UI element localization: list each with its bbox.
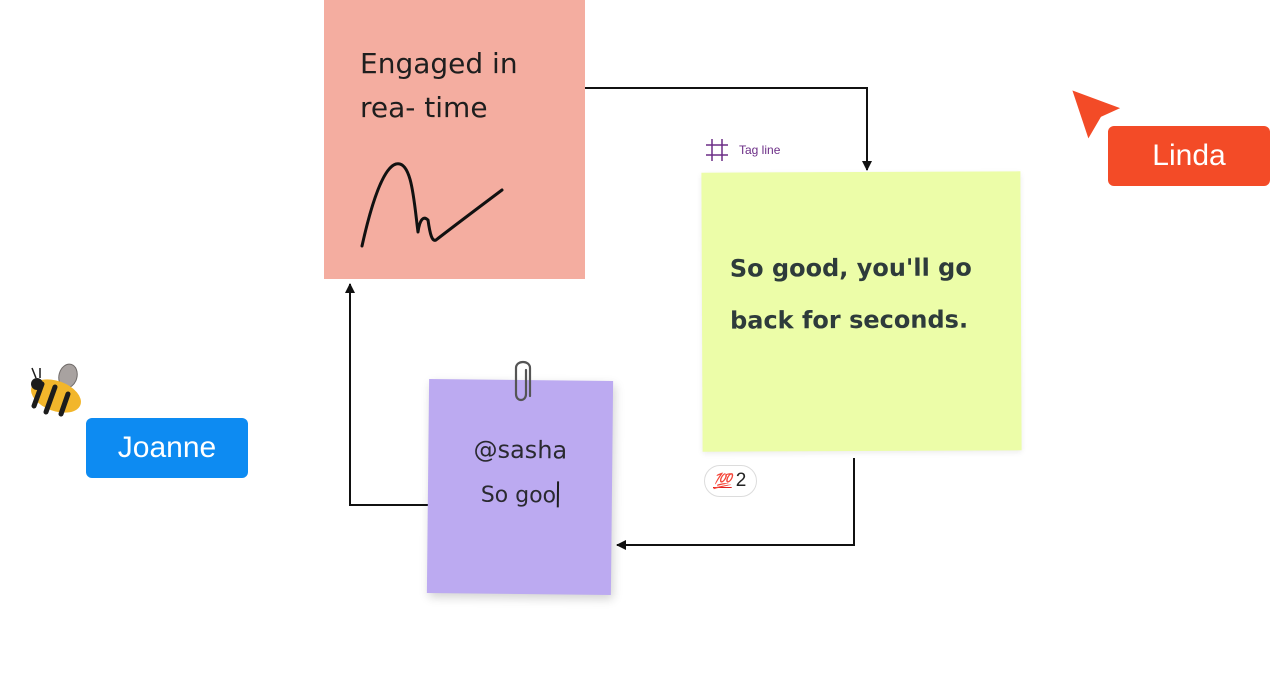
frame-grid-icon <box>706 139 728 161</box>
note-text-line: So good, you'll go <box>729 253 972 283</box>
sticky-note-purple[interactable]: @sasha So goo <box>426 379 614 595</box>
pointer-cursor-icon <box>1068 86 1126 144</box>
reaction-count: 2 <box>735 470 747 491</box>
hundred-points-icon: 💯 <box>713 473 732 490</box>
note-text-input[interactable]: So goo <box>428 475 612 517</box>
tag-line[interactable]: Tag line <box>705 138 780 162</box>
reaction-badge[interactable]: 💯 2 <box>704 465 758 497</box>
note-text-line: Engaged in <box>360 47 518 80</box>
text-caret <box>556 481 560 508</box>
collaborator-label-linda: Linda <box>1108 126 1270 186</box>
note-text-line: rea- time <box>360 91 488 124</box>
mention-text: @sasha <box>473 435 568 465</box>
sticky-note-yellow[interactable]: So good, you'll go back for seconds. <box>701 171 1022 452</box>
sticky-note-text[interactable]: So good, you'll go back for seconds. <box>730 241 993 346</box>
collaborator-label-joanne: Joanne <box>86 418 248 478</box>
sticky-note-text[interactable]: Engaged in rea- time <box>360 42 549 130</box>
draft-text: So goo <box>480 482 557 509</box>
bee-cursor-icon <box>31 363 81 417</box>
note-text-line: back for seconds. <box>729 305 969 335</box>
sticky-note-pink[interactable]: Engaged in rea- time <box>324 0 585 279</box>
paperclip-icon <box>514 360 532 402</box>
ink-scribble[interactable] <box>354 150 504 250</box>
tag-line-label: Tag line <box>739 143 781 157</box>
connector-purple-to-pink <box>345 283 428 506</box>
